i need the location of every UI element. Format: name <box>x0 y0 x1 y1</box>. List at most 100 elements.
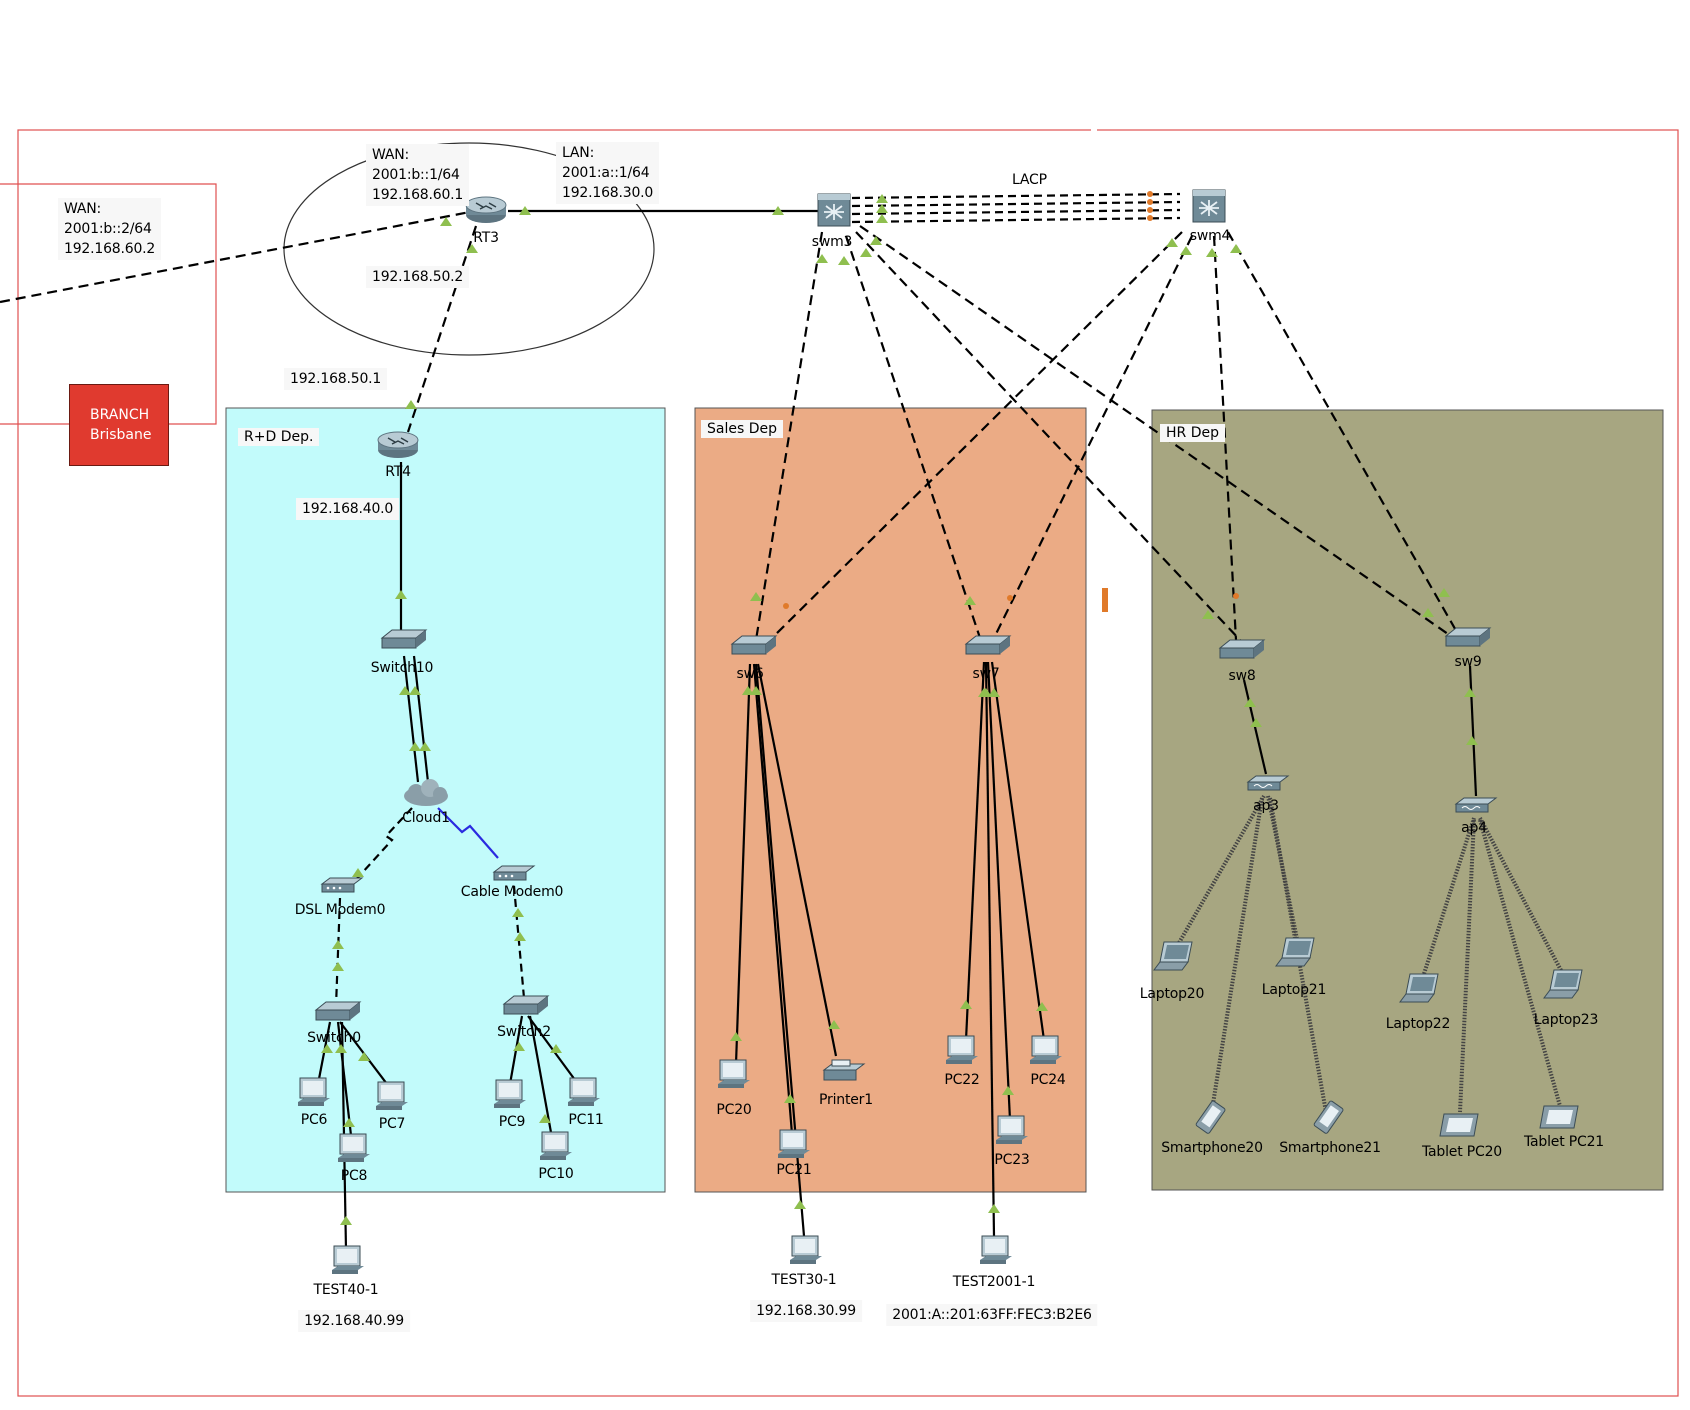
ap3-label: ap3 <box>1253 798 1279 814</box>
multilayer-switch-icon[interactable] <box>817 193 851 227</box>
zone-hr <box>1151 409 1664 1191</box>
rt3-area-circle <box>283 142 655 356</box>
smartphone21-label: Smartphone21 <box>1279 1140 1381 1156</box>
pc-icon[interactable] <box>540 1131 572 1160</box>
modem-icon[interactable] <box>492 865 536 881</box>
modem-icon[interactable] <box>320 877 364 893</box>
pc24-label: PC24 <box>1030 1072 1066 1088</box>
zone-sales <box>694 407 1087 1193</box>
link-down-markers <box>783 191 1239 612</box>
pc-icon[interactable] <box>332 1245 364 1274</box>
cable-modem-label: Cable Modem0 <box>460 884 564 900</box>
cloud1-label: Cloud1 <box>402 810 450 826</box>
laptop21-label: Laptop21 <box>1261 982 1327 998</box>
laptop-icon[interactable] <box>1399 973 1439 1003</box>
test2001-label: TEST2001-1 <box>952 1274 1036 1290</box>
sw6-label: sw6 <box>736 666 764 682</box>
switch-icon[interactable] <box>502 995 550 1015</box>
tablet-icon[interactable] <box>1439 1113 1479 1137</box>
pc11-label: PC11 <box>568 1112 604 1128</box>
pc-icon[interactable] <box>946 1035 978 1064</box>
switch-icon[interactable] <box>964 635 1012 655</box>
laptop-icon[interactable] <box>1275 937 1315 967</box>
printer1-label: Printer1 <box>819 1092 873 1108</box>
switch2-label: Switch2 <box>497 1024 551 1040</box>
switch10-label: Switch10 <box>370 660 434 676</box>
ip-test40-label: 192.168.40.99 <box>298 1310 410 1332</box>
branch-brisbane-box[interactable]: BRANCH Brisbane <box>69 384 169 466</box>
laptop-icon[interactable] <box>1543 969 1583 999</box>
multilayer-switch-icon[interactable] <box>1192 189 1226 223</box>
pc10-label: PC10 <box>538 1166 574 1182</box>
router-icon[interactable] <box>377 431 419 458</box>
wireless-links <box>1174 794 1566 1113</box>
wan-branch-label: WAN: 2001:b::2/64 192.168.60.2 <box>58 198 162 260</box>
rt3-label: RT3 <box>473 230 499 246</box>
pc-icon[interactable] <box>980 1235 1012 1264</box>
zone-title-sales: Sales Dep <box>701 420 783 438</box>
pc9-label: PC9 <box>498 1114 526 1130</box>
link-up-markers <box>321 194 1478 1225</box>
cloud-icon[interactable] <box>404 779 448 806</box>
switch-icon[interactable] <box>1444 627 1492 647</box>
wan-rt3-label: WAN: 2001:b::1/64 192.168.60.1 <box>366 144 470 206</box>
laptop-icon[interactable] <box>1153 941 1193 971</box>
switch-icon[interactable] <box>380 629 428 649</box>
pc-icon[interactable] <box>338 1133 370 1162</box>
printer-icon[interactable] <box>822 1059 866 1081</box>
access-point-icon[interactable] <box>1454 797 1498 813</box>
pc21-label: PC21 <box>776 1162 812 1178</box>
pc-icon[interactable] <box>298 1077 330 1106</box>
smartphone-icon[interactable] <box>1313 1100 1344 1134</box>
switch0-label: Switch0 <box>307 1030 361 1046</box>
pc-icon[interactable] <box>718 1059 750 1088</box>
test30-label: TEST30-1 <box>771 1272 837 1288</box>
tablet-pc20-label: Tablet PC20 <box>1422 1144 1502 1160</box>
dsl-modem-label: DSL Modem0 <box>294 902 386 918</box>
switch-icon[interactable] <box>1218 639 1266 659</box>
swm4-label: swm4 <box>1189 228 1231 244</box>
router-icon[interactable] <box>465 196 507 223</box>
rt4-label: RT4 <box>385 464 411 480</box>
pc-icon[interactable] <box>790 1235 822 1264</box>
site-boundary <box>17 129 1679 1397</box>
sw7-label: sw7 <box>972 666 1000 682</box>
ip-test30-label: 192.168.30.99 <box>750 1300 862 1322</box>
lan-rt3-label: LAN: 2001:a::1/64 192.168.30.0 <box>556 142 660 204</box>
smartphone20-label: Smartphone20 <box>1161 1140 1263 1156</box>
laptop20-label: Laptop20 <box>1139 986 1205 1002</box>
access-point-icon[interactable] <box>1246 775 1290 791</box>
switch-icon[interactable] <box>730 635 778 655</box>
pc23-label: PC23 <box>994 1152 1030 1168</box>
pc-icon[interactable] <box>494 1079 526 1108</box>
swm3-label: swm3 <box>811 234 853 250</box>
pc-icon[interactable] <box>568 1077 600 1106</box>
pc-icon[interactable] <box>996 1115 1028 1144</box>
laptop22-label: Laptop22 <box>1385 1016 1451 1032</box>
tablet-pc21-label: Tablet PC21 <box>1524 1134 1604 1150</box>
test40-label: TEST40-1 <box>313 1282 379 1298</box>
ip-50-2-label: 192.168.50.2 <box>366 266 470 288</box>
pc-icon[interactable] <box>1030 1035 1062 1064</box>
pc20-label: PC20 <box>716 1102 752 1118</box>
sw9-label: sw9 <box>1454 654 1482 670</box>
pc-icon[interactable] <box>778 1129 810 1158</box>
zone-title-hr: HR Dep <box>1160 424 1225 442</box>
smartphone-icon[interactable] <box>1195 1100 1226 1134</box>
zone-title-rnd: R+D Dep. <box>238 428 320 446</box>
ip-50-1-label: 192.168.50.1 <box>284 368 388 390</box>
pc6-label: PC6 <box>300 1112 328 1128</box>
branch-label: BRANCH Brisbane <box>90 407 152 443</box>
pc-icon[interactable] <box>376 1081 408 1110</box>
laptop23-label: Laptop23 <box>1533 1012 1599 1028</box>
pc22-label: PC22 <box>944 1072 980 1088</box>
tablet-icon[interactable] <box>1539 1105 1579 1129</box>
pc7-label: PC7 <box>378 1116 406 1132</box>
ip-40-0-label: 192.168.40.0 <box>296 498 400 520</box>
ip-test2001-label: 2001:A::201:63FF:FEC3:B2E6 <box>886 1304 1098 1326</box>
sw8-label: sw8 <box>1228 668 1256 684</box>
ap4-label: ap4 <box>1461 820 1487 836</box>
links <box>0 192 1478 1251</box>
switch-icon[interactable] <box>314 1001 362 1021</box>
